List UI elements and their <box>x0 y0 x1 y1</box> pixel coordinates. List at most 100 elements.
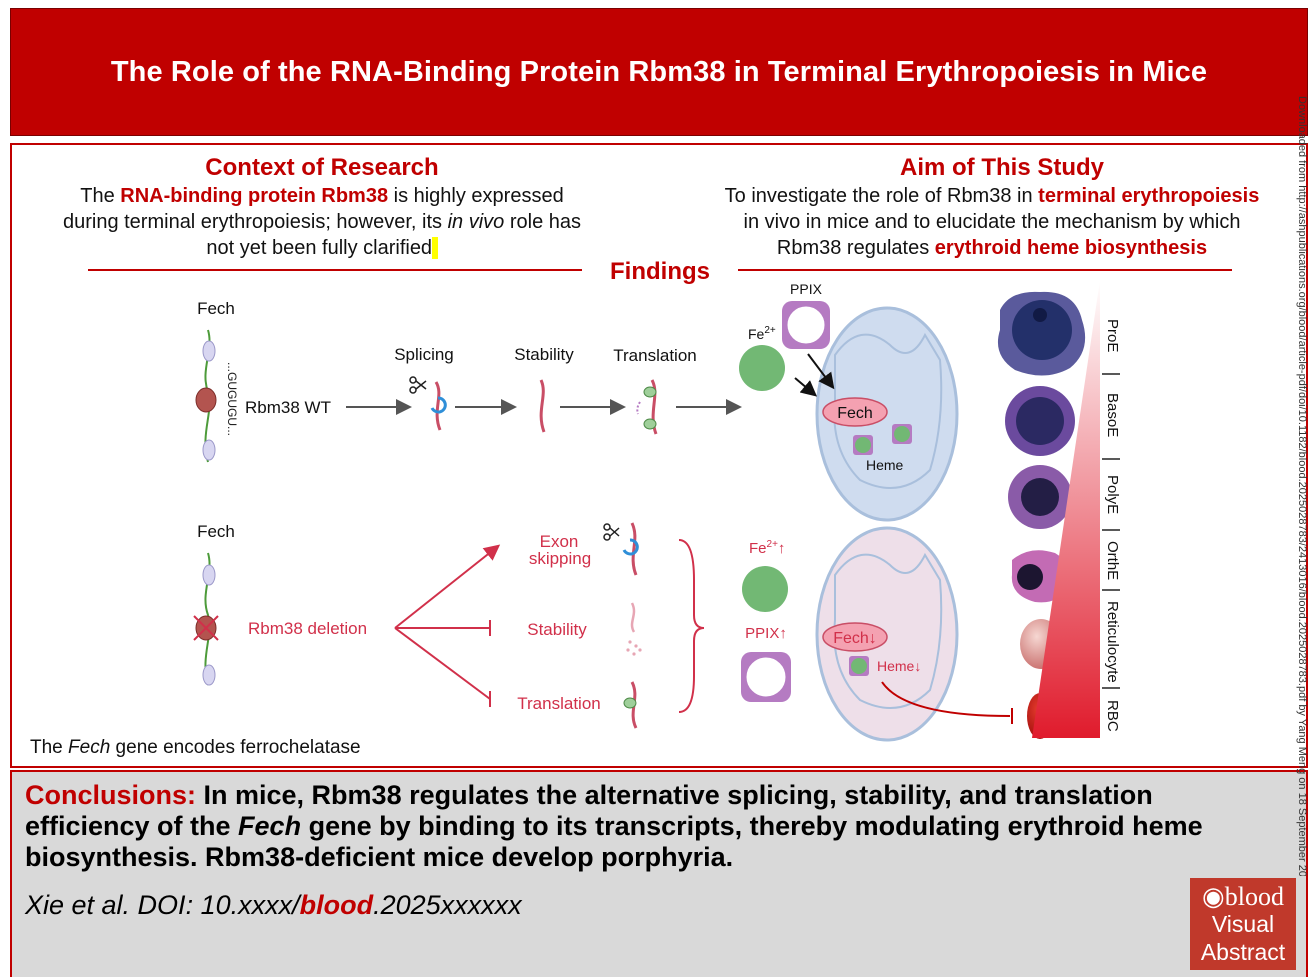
ko-fech-enzyme-label: Fech↓ <box>833 630 877 647</box>
maturation-wedge <box>1032 280 1100 738</box>
ko-fe-sup: 2+ <box>767 539 779 550</box>
context-line2b: in vivo <box>447 211 505 233</box>
ribosome-icon <box>636 379 658 435</box>
context-text: The RNA-binding protein Rbm38 is highly … <box>22 183 622 261</box>
wt-ppix-arrow <box>807 353 835 390</box>
aim-line3b: erythroid heme biosynthesis <box>934 237 1208 259</box>
citation-part-a: Xie et al. DOI: 10.xxxx/ <box>25 890 300 920</box>
logo-line-2: Visual <box>1211 911 1275 937</box>
citation-part-b: blood <box>299 890 374 920</box>
stage-label-basoe: BasoE <box>1104 393 1121 437</box>
aim-line1a: To investigate the role of Rbm38 in <box>724 185 1039 207</box>
logo-word-blood: blood <box>1224 882 1284 911</box>
ko-ppix-icon <box>741 652 791 702</box>
stage-label-proe: ProE <box>1104 319 1121 352</box>
wt-fe-sup: 2+ <box>764 325 776 336</box>
ko-heme-label: Heme↓ <box>877 658 921 674</box>
basoe-cell-icon <box>1005 386 1075 456</box>
context-line1b: RNA-binding protein Rbm38 <box>120 185 389 207</box>
conclusions-panel: Conclusions: In mice, Rbm38 regulates th… <box>10 770 1308 977</box>
stage-label-reticulocyte: Reticulocyte <box>1104 601 1121 683</box>
wt-stable-mrna <box>539 379 546 433</box>
ko-fe-label: Fe2+↑ <box>749 539 785 557</box>
conclusions-part-b: Fech <box>238 811 302 841</box>
ko-fe-arrow: ↑ <box>778 540 786 557</box>
footnote-part-b: Fech <box>68 737 110 758</box>
ko-iron-icon <box>742 566 788 612</box>
download-note: Downloaded from http://ashpublications.o… <box>1296 96 1308 876</box>
header-banner: The Role of the RNA-Binding Protein Rbm3… <box>10 8 1308 136</box>
ko-mito-cristae <box>833 552 943 709</box>
wt-splice-mrna <box>434 381 442 431</box>
stage-label-orthe: OrthE <box>1104 541 1121 580</box>
ko-heme-icon <box>849 656 869 676</box>
wt-heme-label: Heme <box>866 457 904 473</box>
citation-part-c: .2025xxxxxx <box>373 890 522 920</box>
ko-ppix-label: PPIX↑ <box>745 625 787 642</box>
aim-line1b: terminal erythropoiesis <box>1038 185 1260 207</box>
logo-line-1: ◉blood <box>1202 882 1284 911</box>
ko-fech-label: Fech <box>197 522 235 541</box>
ko-scissors-icon <box>603 523 620 541</box>
conclusions-label: Conclusions: <box>25 780 197 810</box>
ko-spliceosome-icon <box>622 538 639 556</box>
wt-fe-arrow <box>794 377 818 397</box>
wt-fe-label: Fe2+ <box>748 325 776 342</box>
footnote-part-a: The <box>30 737 68 758</box>
wt-label: Rbm38 WT <box>245 398 331 417</box>
rbm38-protein-icon <box>195 387 217 413</box>
wt-mito-cristae <box>833 332 943 489</box>
spliceosome-icon <box>430 396 447 414</box>
ko-label: Rbm38 deletion <box>248 619 367 638</box>
findings-title: Findings <box>610 258 710 285</box>
context-line1c: is highly expressed <box>388 185 564 207</box>
polye-cell-icon <box>1008 465 1072 529</box>
wt-heme-icons <box>853 424 912 455</box>
ko-inhibit-rbc <box>881 681 1011 717</box>
scissors-icon <box>409 376 427 394</box>
aim-line3a: Rbm38 regulates <box>776 237 935 259</box>
logo-line-3: Abstract <box>1200 939 1286 965</box>
page-title: The Role of the RNA-Binding Protein Rbm3… <box>110 55 1208 88</box>
ko-inhibit-translation <box>394 627 491 700</box>
ko-ribosome-icon <box>623 681 638 729</box>
ko-fech-enzyme <box>822 622 888 652</box>
ko-arrow-splicing <box>394 544 501 629</box>
ko-translation-label: Translation <box>517 694 600 713</box>
ko-mrna-strand <box>202 552 216 686</box>
citation: Xie et al. DOI: 10.xxxx/blood.2025xxxxxx <box>25 890 522 921</box>
conclusions-part-c: gene by binding to its transcripts, ther… <box>25 811 1203 872</box>
context-line1a: The <box>80 185 121 207</box>
wt-translation-label: Translation <box>613 346 696 365</box>
proe-cell-icon <box>997 291 1086 376</box>
wt-ppix-label: PPIX <box>790 281 823 297</box>
wt-fe-base: Fe <box>748 326 765 342</box>
download-note-text: Downloaded from http://ashpublications.o… <box>1296 96 1308 876</box>
deleted-rbm38-icon <box>193 615 219 641</box>
degraded-mrna-icon <box>626 602 642 656</box>
aim-line2: in vivo in mice and to elucidate the mec… <box>743 211 1241 233</box>
wt-fech-enzyme-label: Fech <box>837 405 873 422</box>
fech-footnote: The Fech gene encodes ferrochelatase <box>30 737 361 758</box>
wt-fech-label: Fech <box>197 299 235 318</box>
ko-exon-label-2: skipping <box>529 549 591 568</box>
footnote-part-c: gene encodes ferrochelatase <box>110 737 360 758</box>
context-line3: not yet been fully clarified <box>206 237 433 259</box>
ppix-icon <box>782 301 830 349</box>
wt-splicing-label: Splicing <box>394 345 454 364</box>
stage-label-rbc: RBC <box>1104 700 1121 732</box>
aim-text: To investigate the role of Rbm38 in term… <box>692 183 1292 261</box>
conclusions-part-a: In mice, Rbm38 regulates the alternative… <box>25 780 1153 841</box>
ko-brace <box>678 539 705 713</box>
highlight-mark <box>432 237 438 259</box>
stage-label-polye: PolyE <box>1104 475 1121 514</box>
aim-title: Aim of This Study <box>900 154 1104 181</box>
wt-fech-enzyme <box>822 397 888 427</box>
ko-exon-label-1: Exon <box>540 532 579 551</box>
blood-visual-abstract-logo: ◉blood Visual Abstract <box>1190 878 1296 970</box>
context-line2c: role has <box>504 211 582 233</box>
stage-ticks <box>1102 373 1120 689</box>
ko-fe-base: Fe <box>749 540 767 557</box>
wt-sequence: ...GUGUGU... <box>225 362 239 436</box>
